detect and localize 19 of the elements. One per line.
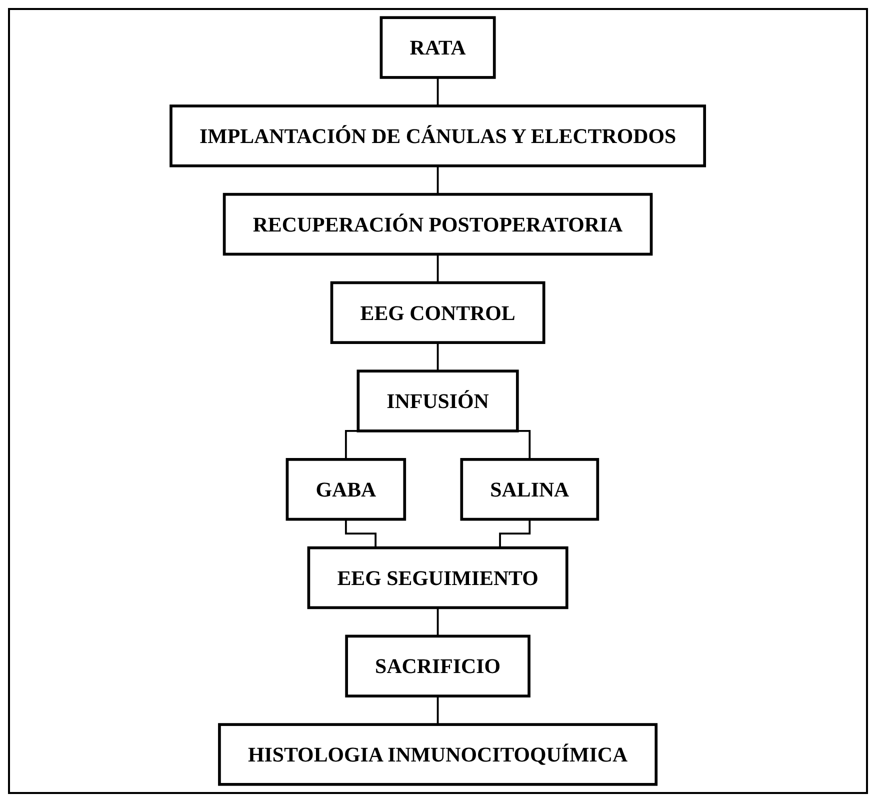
connector [437,606,439,636]
connector [499,518,531,548]
connector [437,695,439,725]
node-box [286,458,406,521]
connector [437,164,439,194]
node-box [223,192,653,256]
connector [345,518,377,548]
frame: RATA IMPLANTACIÓN DE CÁNULAS Y ELECTRODOS RECUPERACIÓN POSTOPERATORIA EEG CONTROL INFUSIÓN GABA SALINA EEG SEGUIMIENTO SACRIFICIO HISTOLOGIA INMUNOCITOQUÍMICA [8,8,868,794]
node-box [380,16,496,79]
connector [437,342,439,372]
node-box [330,281,546,344]
node-box [356,370,520,432]
node-box [170,104,706,168]
connector [437,76,439,106]
node-box [307,546,568,610]
node-box [345,634,531,698]
connector [437,253,439,283]
node-box [218,723,658,786]
node-box [460,458,600,521]
